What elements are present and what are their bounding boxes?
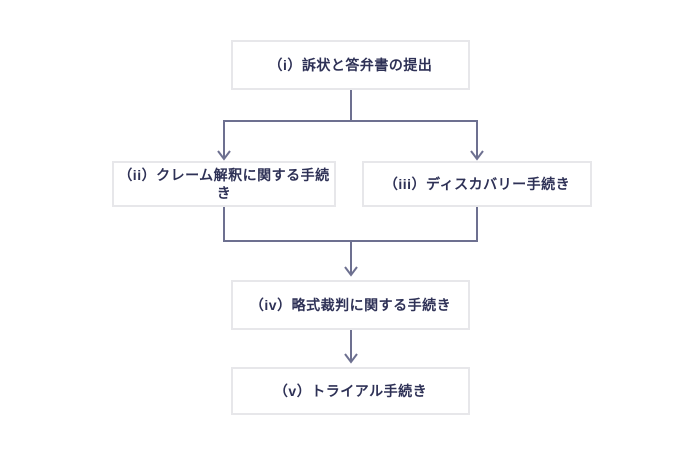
- edge-merge-bar: [223, 207, 478, 242]
- arrowhead-to-iii: [470, 150, 484, 161]
- flow-node-iii: （iii）ディスカバリー手続き: [362, 161, 592, 207]
- arrowhead-to-iv: [344, 266, 358, 277]
- flow-node-i: （i）訴状と答弁書の提出: [231, 40, 470, 90]
- flow-node-ii: （ii）クレーム解釈に関する手続き: [112, 161, 336, 207]
- arrowhead-to-v: [344, 353, 358, 364]
- edge-i-split: [223, 120, 478, 158]
- flow-node-v: （v）トライアル手続き: [231, 367, 470, 415]
- flow-node-iv: （iv）略式裁判に関する手続き: [231, 280, 470, 330]
- arrowhead-to-ii: [217, 150, 231, 161]
